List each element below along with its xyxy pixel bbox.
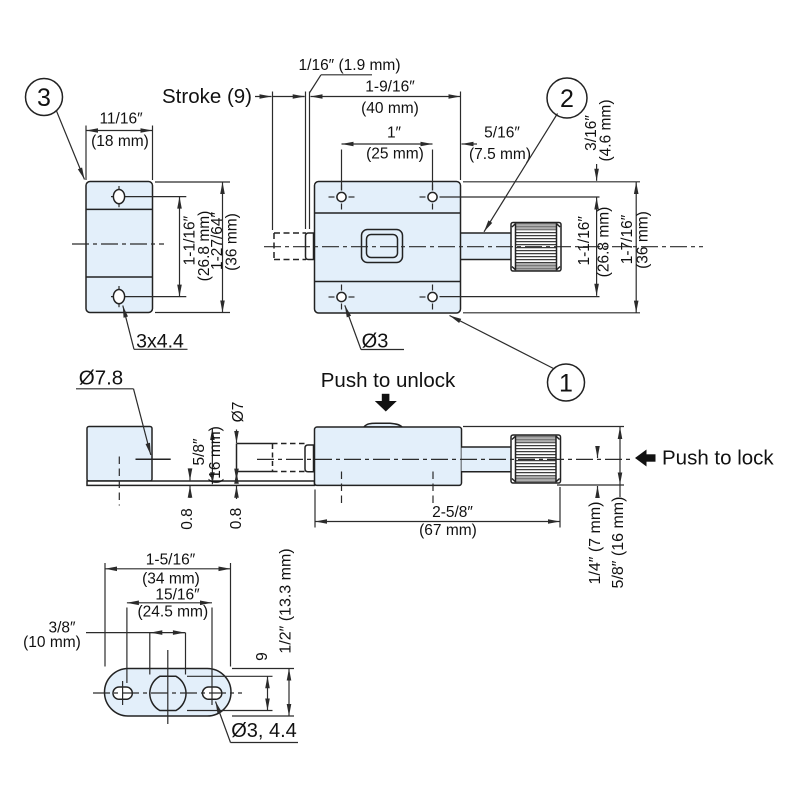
- svg-text:1-1/16″: 1-1/16″: [576, 216, 593, 266]
- svg-text:3/8″: 3/8″: [48, 620, 76, 637]
- svg-text:Push to unlock: Push to unlock: [321, 369, 456, 392]
- svg-text:1-9/16″: 1-9/16″: [365, 79, 415, 96]
- svg-text:Push to lock: Push to lock: [662, 447, 774, 470]
- svg-text:0.8: 0.8: [228, 508, 245, 530]
- svg-text:(24.5 mm): (24.5 mm): [137, 604, 208, 621]
- svg-text:0.8: 0.8: [179, 508, 196, 530]
- svg-text:1-1/16″: 1-1/16″: [182, 215, 199, 265]
- svg-text:3x4.4: 3x4.4: [136, 331, 184, 353]
- svg-text:1-7/16″: 1-7/16″: [619, 214, 636, 264]
- svg-text:(26.8 mm): (26.8 mm): [196, 211, 213, 282]
- svg-text:1″: 1″: [387, 125, 402, 142]
- svg-text:2-5/8″: 2-5/8″: [432, 504, 473, 521]
- svg-text:(16 mm): (16 mm): [207, 426, 224, 484]
- svg-text:1/4″ (7 mm): 1/4″ (7 mm): [587, 501, 604, 584]
- svg-text:2: 2: [560, 85, 574, 113]
- svg-text:1-5/16″: 1-5/16″: [146, 552, 196, 569]
- svg-text:(26.8 mm): (26.8 mm): [596, 207, 613, 278]
- svg-text:11/16″: 11/16″: [99, 111, 143, 128]
- svg-text:Ø7: Ø7: [230, 402, 247, 423]
- svg-text:Ø3, 4.4: Ø3, 4.4: [231, 720, 297, 742]
- svg-text:5/16″: 5/16″: [484, 125, 520, 142]
- svg-text:5/8″ (16 mm): 5/8″ (16 mm): [610, 497, 627, 589]
- svg-text:1-27/64″: 1-27/64″: [209, 211, 226, 270]
- svg-text:(4.6 mm): (4.6 mm): [598, 100, 615, 162]
- svg-text:1/2″ (13.3 mm): 1/2″ (13.3 mm): [278, 548, 295, 653]
- svg-text:9: 9: [254, 652, 271, 661]
- svg-text:(10 mm): (10 mm): [23, 634, 81, 651]
- svg-text:1/16″ (1.9 mm): 1/16″ (1.9 mm): [299, 57, 401, 74]
- svg-text:Stroke (9): Stroke (9): [162, 85, 252, 108]
- svg-text:3/16″: 3/16″: [583, 115, 600, 151]
- svg-text:Ø3: Ø3: [362, 331, 389, 353]
- svg-text:(34 mm): (34 mm): [142, 571, 200, 588]
- svg-text:15/16″: 15/16″: [155, 587, 200, 604]
- svg-text:(18 mm): (18 mm): [91, 133, 149, 150]
- svg-text:1: 1: [559, 370, 573, 398]
- svg-text:(36 mm): (36 mm): [224, 213, 241, 271]
- svg-text:(25 mm): (25 mm): [366, 146, 424, 163]
- svg-text:(67 mm): (67 mm): [419, 522, 477, 539]
- svg-text:(7.5 mm): (7.5 mm): [469, 146, 531, 163]
- svg-text:5/8″: 5/8″: [191, 438, 208, 466]
- svg-text:(40 mm): (40 mm): [361, 100, 419, 117]
- svg-text:Ø7.8: Ø7.8: [79, 367, 123, 390]
- svg-text:3: 3: [37, 84, 51, 112]
- svg-text:(36 mm): (36 mm): [635, 211, 652, 269]
